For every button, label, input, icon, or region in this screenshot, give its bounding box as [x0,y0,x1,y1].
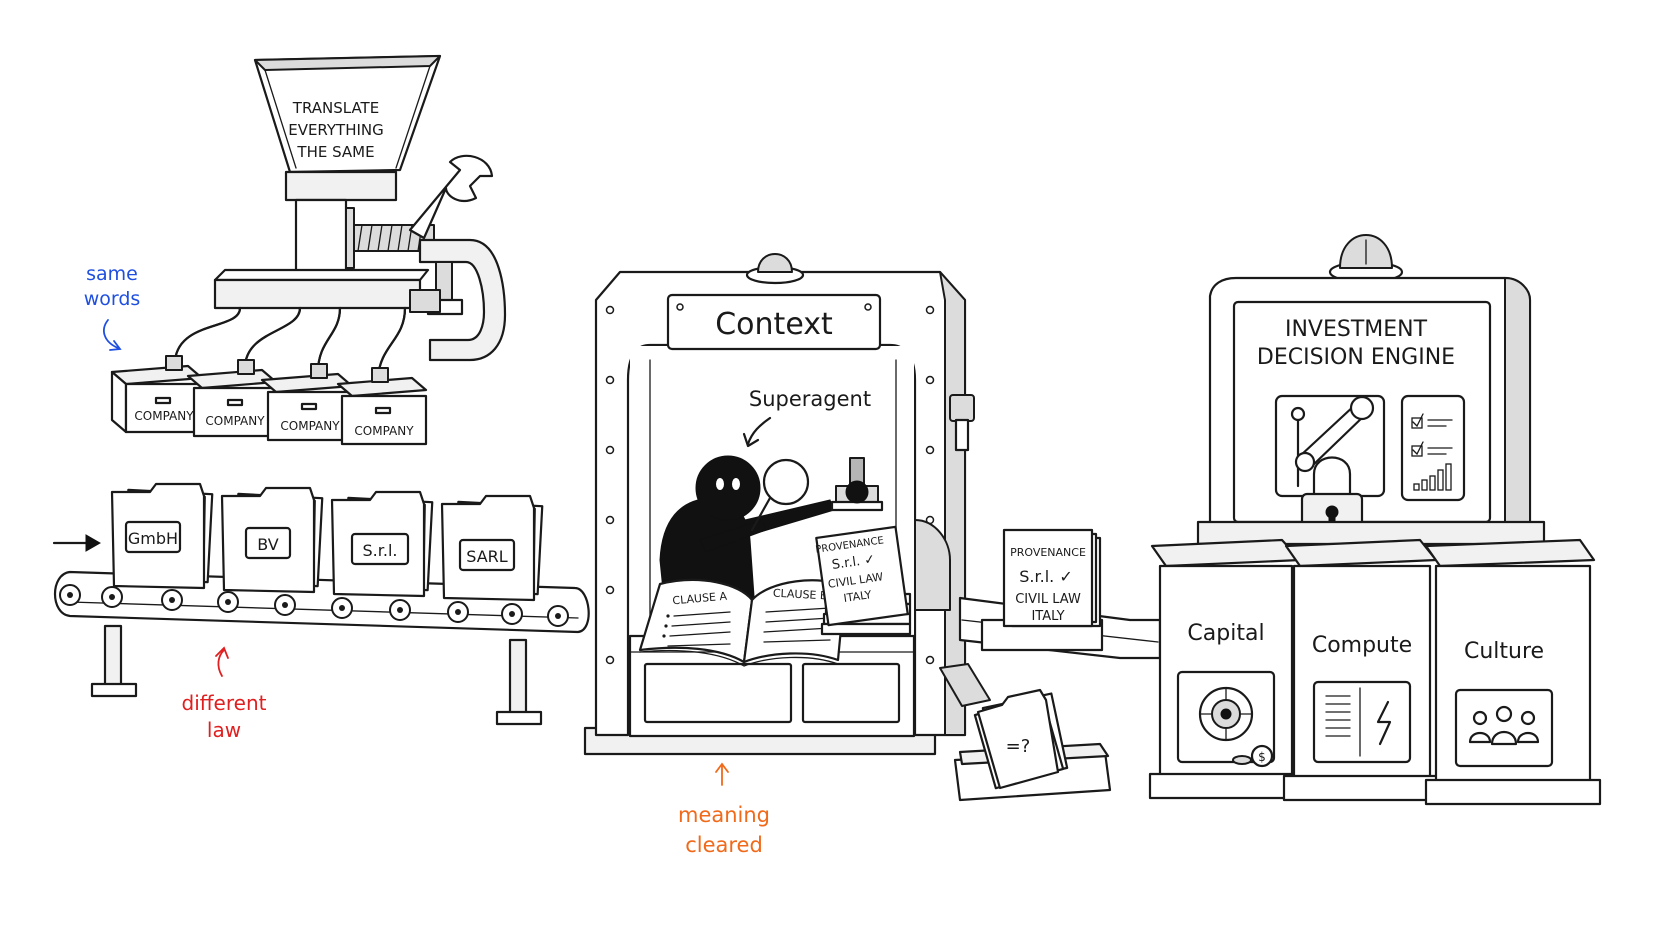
entity-folders: GmbH BV S.r.l. SARL [110,482,544,602]
pillar-compute: Compute [1282,538,1442,802]
engine-title-line1: INVESTMENT [1285,317,1428,342]
manifold-bar [213,278,422,310]
annotation-same-words: same words [84,263,141,351]
company-box: COMPANY [336,367,428,446]
hopper-label-line3: THE SAME [296,143,374,161]
annotation-same-words-line1: same [86,263,138,285]
folder-gmbh: GmbH [110,482,214,590]
red-arrow-icon [217,649,225,677]
annotation-meaning-cleared: meaning cleared [678,762,770,857]
svg-text:$: $ [1258,750,1266,764]
folder-sarl: SARL [440,494,544,602]
pillar-label: Capital [1187,621,1264,646]
company-box: COMPANY [110,355,204,434]
company-box-label: COMPANY [205,414,265,428]
engine-title-line2: DECISION ENGINE [1257,345,1455,370]
context-sign [666,293,882,351]
lightning-icon [1376,700,1392,746]
folder-label: GmbH [128,529,178,548]
card-output-line2: S.r.l. ✓ [1019,567,1072,586]
pillar-label: Compute [1312,633,1412,658]
company-box-label: COMPANY [280,419,340,433]
magnifying-glass-icon [762,458,810,506]
annotation-different-law: different law [182,646,267,742]
hopper-label-line1: TRANSLATE [292,99,379,117]
server-icon [1312,680,1412,764]
reject-folder-label: =? [1006,736,1031,757]
hopper-neck [284,170,398,202]
blue-arrow-icon [103,319,119,349]
superagent-label: Superagent [749,387,871,411]
annotation-same-words-line2: words [84,288,141,310]
provenance-card-output: PROVENANCE S.r.l. ✓ CIVIL LAW ITALY [1002,528,1102,628]
annotation-meaning-cleared-line2: cleared [685,833,763,857]
hopper-label-line2: EVERYTHING [288,121,384,139]
reject-tray: =? [939,663,1112,802]
pillar-capital: Capital $ [1148,538,1304,800]
reject-folder: =? [973,688,1069,790]
padlock-icon [1312,456,1352,498]
card-inside-line4: ITALY [843,588,873,605]
translator-machine: TRANSLATE EVERYTHING THE SAME [173,54,507,380]
company-box: COMPANY [186,359,278,438]
company-box-label: COMPANY [134,409,194,423]
card-inside-line2: S.r.l. ✓ [831,552,876,573]
pillar-label: Culture [1464,639,1544,664]
people-group-icon [1454,688,1554,768]
company-box: COMPANY [260,363,354,442]
context-frame [594,270,967,737]
input-arrow-head-icon [85,534,102,552]
beacon-light-icon [757,253,793,273]
superagent-pointer-arrow-icon [746,416,772,446]
folder-label: SARL [466,547,508,566]
provenance-card-inside: PROVENANCE S.r.l. ✓ CIVIL LAW ITALY [815,525,912,636]
folder-srl: S.r.l. [330,490,434,598]
c-clamp [418,238,507,362]
company-boxes: COMPANY COMPANY COMPANY COMPANY [110,355,428,446]
book-left-title: CLAUSE A [672,590,728,608]
dollar-coin-icon [1250,744,1274,768]
annotation-different-law-line1: different [182,691,267,715]
hopper-column [294,198,348,282]
card-output-line1: PROVENANCE [1010,546,1086,559]
context-sign-text: Context [715,307,833,342]
card-output-line4: ITALY [1031,609,1064,624]
output-belt: PROVENANCE S.r.l. ✓ CIVIL LAW ITALY [958,528,1162,660]
card-output-line3: CIVIL LAW [1015,592,1081,607]
folder-label: S.r.l. [363,541,398,560]
pillar-culture: Culture [1424,538,1602,806]
latch-icon [949,394,975,422]
bar-chart-icon [1413,463,1452,491]
context-machine: Context CLAUSE [583,253,975,756]
annotation-different-law-line2: law [207,718,241,742]
company-box-label: COMPANY [354,424,414,438]
wrench-icon [408,154,494,240]
folder-bv: BV [220,486,324,594]
folder-label: BV [257,535,278,554]
pillars: Capital $ Compute [1148,538,1602,806]
annotation-meaning-cleared-line1: meaning [678,803,770,827]
investment-engine: INVESTMENT DECISION ENGINE [1196,234,1546,546]
book-right-title: CLAUSE B [773,587,828,603]
